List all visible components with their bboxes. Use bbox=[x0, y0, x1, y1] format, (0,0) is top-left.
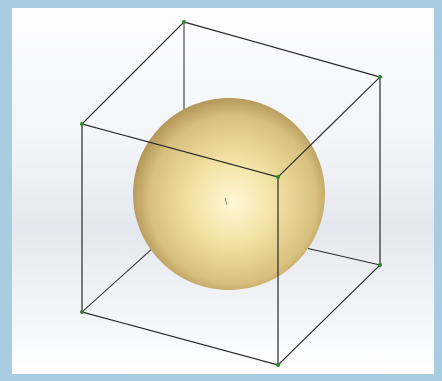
3d-scene[interactable] bbox=[12, 8, 434, 374]
viewport-border-right bbox=[434, 8, 442, 374]
cube-vertex[interactable] bbox=[378, 263, 382, 267]
sphere-body[interactable] bbox=[133, 98, 325, 290]
origin-icon bbox=[224, 197, 228, 206]
cube-edge bbox=[277, 264, 381, 366]
cube-vertex[interactable] bbox=[378, 75, 382, 79]
cube-edge bbox=[183, 21, 381, 78]
cube-edge bbox=[81, 123, 279, 178]
cube-vertex[interactable] bbox=[182, 20, 186, 24]
cube-edge bbox=[277, 76, 381, 178]
cube-edge bbox=[81, 311, 279, 366]
3d-viewport[interactable] bbox=[12, 8, 434, 374]
cube-front-edges bbox=[81, 21, 381, 366]
cube-vertex[interactable] bbox=[276, 363, 280, 367]
cube-vertex[interactable] bbox=[276, 175, 280, 179]
cube-vertices bbox=[80, 20, 382, 367]
cube-vertex[interactable] bbox=[80, 122, 84, 126]
cube-vertex[interactable] bbox=[80, 310, 84, 314]
cube-edge bbox=[81, 21, 185, 125]
